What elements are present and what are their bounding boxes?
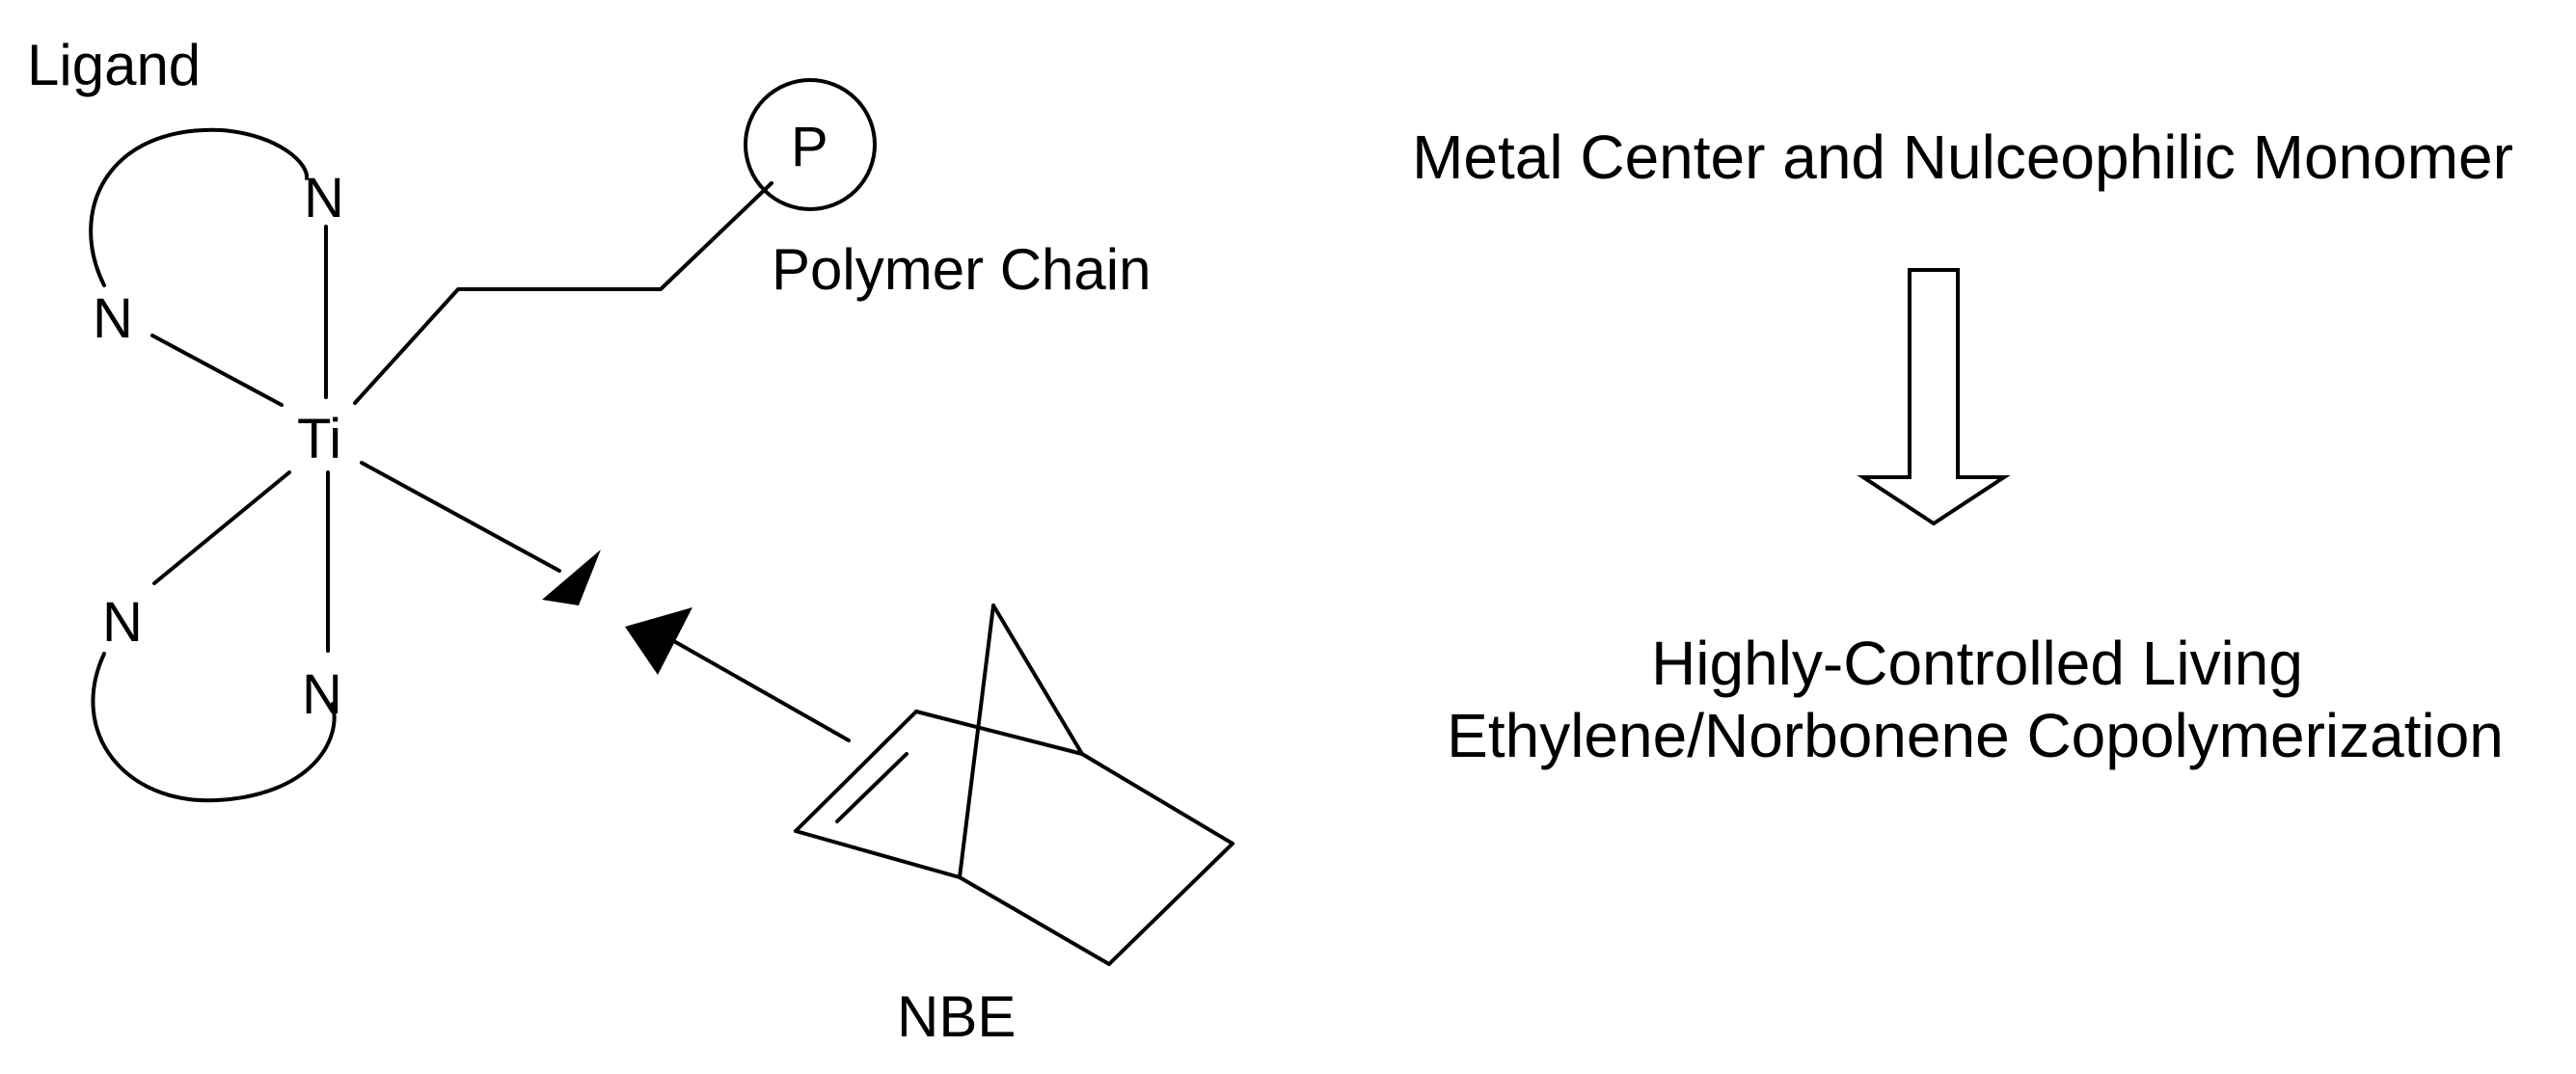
nbe-bridge-bond [991,604,1084,756]
monomer-label: NBE [897,984,1016,1049]
polymer-circle [744,78,877,211]
bond-ti-n-lower-left [152,470,291,585]
nbe-bond [1080,752,1234,846]
polymer-symbol: P [791,116,828,178]
result-line-2: Ethylene/Norbonene Copolymerization [1447,701,2504,770]
n-atom-upper-right: N [304,167,344,229]
result-line-1: Highly-Controlled Living [1651,629,2303,698]
bond-ti-n-left [150,334,284,407]
n-atom-lower-right: N [302,663,342,726]
nbe-bond [794,829,962,879]
metal-vacancy-line [360,461,561,573]
lower-ligand-arc [91,652,337,803]
nbe-bond [958,875,1111,966]
n-atom-lower-left: N [102,591,143,654]
nbe-bond [914,710,1084,756]
monomer-coordination-arrowhead [625,607,692,675]
metal-vacancy-arrowhead [542,550,601,605]
nbe-double-bond-inner [835,752,908,823]
monomer-coordination-line [664,634,851,742]
polymer-chain-label: Polymer Chain [772,237,1152,302]
nbe-bond [1107,842,1234,966]
nbe-bridge-bond [958,604,995,879]
norbornene-structure [794,604,1234,966]
nbe-double-bond-outer [794,710,918,833]
metal-atom: Ti [297,408,341,470]
ligand-label: Ligand [27,33,201,97]
upper-ligand-arc [89,127,310,287]
n-atom-upper-left: N [93,287,133,350]
down-arrow-icon [1857,268,2011,526]
top-caption: Metal Center and Nulceophilic Monomer [1412,122,2513,192]
polymer-chain-bond [353,181,773,405]
